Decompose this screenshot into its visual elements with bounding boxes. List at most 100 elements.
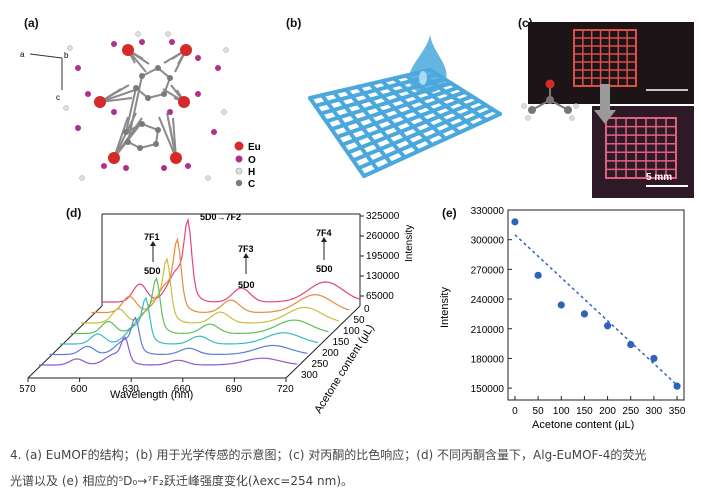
oxygen-atom xyxy=(85,91,91,97)
europium-atom xyxy=(170,152,182,164)
scatter-point xyxy=(534,271,542,279)
scatter-point xyxy=(650,354,658,363)
hydrogen-atom xyxy=(221,109,227,115)
oxygen-atom xyxy=(169,39,175,45)
acetone-tick-label: 150 xyxy=(333,337,350,348)
europium-atom xyxy=(108,152,120,164)
crystal-structure-figure: a b c Eu O H C xyxy=(20,31,261,190)
panel-e-label: (e) xyxy=(442,206,457,220)
scatter-point xyxy=(673,382,681,390)
oxygen-atom xyxy=(75,125,81,131)
grid-strand xyxy=(335,90,467,139)
annotation-5d0-7f2: 5D0→7F2 xyxy=(200,212,241,222)
legend-h-swatch xyxy=(235,167,243,175)
acetone-tick-label: 300 xyxy=(301,370,318,381)
legend-h-label: H xyxy=(248,167,255,178)
carbon-atom xyxy=(139,121,145,127)
axis-a-label: a xyxy=(20,50,25,59)
spectrum-series-50 xyxy=(91,237,350,314)
scatter-x-tick-label: 50 xyxy=(533,406,545,417)
europium-atom xyxy=(178,96,190,108)
oxygen-atom xyxy=(123,165,129,171)
grid-strand xyxy=(351,103,488,163)
oxygen-atom xyxy=(111,109,117,115)
scatter-y-tick-label: 330000 xyxy=(471,206,505,217)
europium-atom xyxy=(94,96,106,108)
acetone-arrow-figure xyxy=(521,79,616,124)
oxygen-atom xyxy=(101,163,107,169)
legend-c-label: C xyxy=(248,179,255,190)
scatter-points xyxy=(511,218,681,390)
intensity-tick-label: 325000 xyxy=(366,211,400,222)
figure-caption-line-2: 光谱以及 (e) 相应的⁵D₀→⁷F₂跃迁峰强度变化(λexc=254 nm)。 xyxy=(10,474,354,488)
mof-bonds xyxy=(99,49,187,159)
spectra-series xyxy=(39,217,361,366)
carbon-atom xyxy=(139,73,145,79)
europium-atom xyxy=(122,44,134,56)
scatter-x-tick-label: 100 xyxy=(553,406,570,417)
mof-atoms xyxy=(63,31,229,181)
panel-a-label: (a) xyxy=(24,16,39,30)
scatter-y-tick-label: 270000 xyxy=(471,265,505,276)
legend-eu-label: Eu xyxy=(248,142,261,153)
scatter-fit-line xyxy=(514,234,678,386)
scatter-y-tick-label: 240000 xyxy=(471,295,505,306)
carbon-atom xyxy=(145,95,151,101)
scatter-x-axis-label: Acetone content (μL) xyxy=(532,419,634,430)
annotation-7f1-top: 7F1 xyxy=(144,232,160,242)
hydrogen-atom xyxy=(63,105,69,111)
annotation-7f4-top: 7F4 xyxy=(316,228,332,238)
carbon-atom xyxy=(133,85,139,91)
legend-o-label: O xyxy=(248,155,256,166)
oxygen-atom xyxy=(167,109,173,115)
hydrogen-atom xyxy=(223,47,229,53)
linear-fit-line xyxy=(514,234,678,386)
legend-c-swatch xyxy=(235,179,243,187)
photo-before-sample xyxy=(573,29,688,91)
scatter-point xyxy=(627,340,635,349)
spectra-frame xyxy=(27,213,361,379)
grid-strand xyxy=(380,79,448,141)
photo-after: 5 mm xyxy=(592,106,694,198)
scatter-y-tick-label: 300000 xyxy=(471,236,505,247)
carbon-atom xyxy=(167,75,173,81)
scatter-plot-frame xyxy=(507,209,685,401)
oxygen-atom xyxy=(161,165,167,171)
spectrum-series-200 xyxy=(60,296,319,345)
hydrogen-atom xyxy=(67,45,73,51)
droplet-icon xyxy=(409,34,447,94)
oxygen-atom xyxy=(139,39,145,45)
spectrum-series-100 xyxy=(81,257,340,324)
intensity-tick-label: 130000 xyxy=(366,271,400,282)
wavelength-tick-label: 690 xyxy=(225,384,242,395)
legend-o-swatch xyxy=(235,155,243,163)
scatter-y-tick-label: 150000 xyxy=(471,384,505,395)
carbon-atom xyxy=(125,139,131,145)
legend-eu-swatch xyxy=(234,141,244,151)
scatter-x-tick-label: 250 xyxy=(622,406,639,417)
scatter-y-axis-label: Intensity xyxy=(439,287,451,328)
carbon-atom xyxy=(155,65,161,71)
grid-strand xyxy=(362,112,502,178)
oxygen-atom xyxy=(111,41,117,47)
wavelength-tick-label: 660 xyxy=(174,384,191,395)
oxygen-atom xyxy=(211,129,217,135)
europium-atom xyxy=(180,44,192,56)
panel-b-label: (b) xyxy=(286,16,302,30)
carbon-atom xyxy=(155,127,161,133)
wavelength-tick-label: 630 xyxy=(122,384,139,395)
scatter-point xyxy=(603,322,612,330)
axis-b-label: b xyxy=(64,51,69,60)
spectrum-series-0 xyxy=(102,217,361,303)
scatter-y-tick-label: 180000 xyxy=(471,354,505,365)
scatter-x-tick-label: 150 xyxy=(576,406,593,417)
carbon-atom xyxy=(123,129,129,135)
wavelength-axis-label: Wavelength (nm) xyxy=(110,389,193,401)
arrow-down-icon xyxy=(594,84,616,124)
spectrum-series-300 xyxy=(39,336,298,366)
wavelength-tick-label: 570 xyxy=(20,384,36,395)
